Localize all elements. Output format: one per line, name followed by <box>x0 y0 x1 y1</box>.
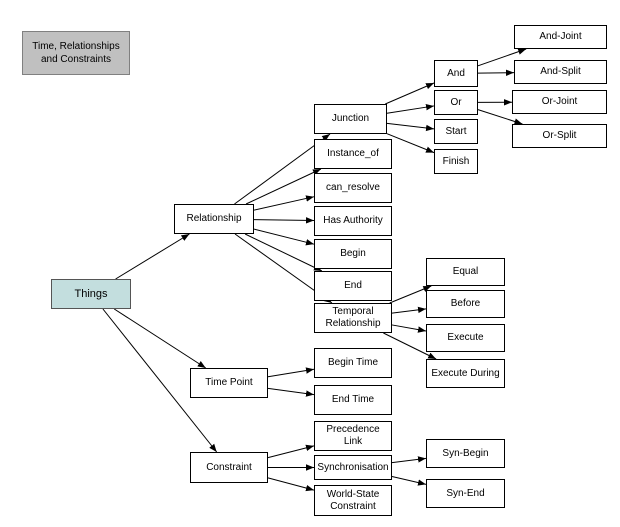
node-can-resolve[interactable]: can_resolve <box>314 173 392 203</box>
edge-constraint-to-world_state_constraint <box>267 477 315 492</box>
node-or-split[interactable]: Or-Split <box>512 124 607 148</box>
node-temporal-relationship[interactable]: Temporal Relationship <box>314 303 392 333</box>
edge-temporal_relationship-to-execute <box>391 324 427 333</box>
node-begin[interactable]: Begin <box>314 239 392 269</box>
node-time-point[interactable]: Time Point <box>190 368 268 398</box>
node-syn-end[interactable]: Syn-End <box>426 479 505 508</box>
node-execute-during[interactable]: Execute During <box>426 359 505 388</box>
node-things[interactable]: Things <box>51 279 131 309</box>
node-execute[interactable]: Execute <box>426 324 505 352</box>
node-instance-of[interactable]: Instance_of <box>314 139 392 169</box>
edge-junction-to-finish <box>386 133 435 154</box>
node-synchronisation[interactable]: Synchronisation <box>314 455 392 480</box>
node-or[interactable]: Or <box>434 90 478 115</box>
edge-relationship-to-can_resolve <box>253 195 315 211</box>
edge-time_point-to-begin_time <box>267 367 315 378</box>
edge-junction-to-start <box>386 122 435 132</box>
node-or-joint[interactable]: Or-Joint <box>512 90 607 114</box>
edge-and-to-and_joint <box>477 48 527 67</box>
edge-junction-to-and <box>385 82 435 105</box>
node-begin-time[interactable]: Begin Time <box>314 348 392 378</box>
edge-things-to-constraint <box>102 308 218 453</box>
edge-relationship-to-has_authority <box>253 217 315 224</box>
edge-temporal_relationship-to-execute_during <box>383 332 437 360</box>
edge-constraint-to-precedence_link <box>267 444 315 459</box>
edge-relationship-to-begin <box>253 228 315 246</box>
node-finish[interactable]: Finish <box>434 149 478 174</box>
node-constraint[interactable]: Constraint <box>190 452 268 483</box>
node-relationship[interactable]: Relationship <box>174 204 254 234</box>
edge-temporal_relationship-to-before <box>391 306 427 314</box>
node-world-state-constraint[interactable]: World-State Constraint <box>314 485 392 516</box>
edge-temporal_relationship-to-equal <box>389 285 432 304</box>
edge-relationship-to-end <box>244 233 323 272</box>
node-precedence-link[interactable]: Precedence Link <box>314 421 392 451</box>
edge-relationship-to-instance_of <box>245 168 322 205</box>
node-end[interactable]: End <box>314 271 392 301</box>
node-junction[interactable]: Junction <box>314 104 387 134</box>
edge-time_point-to-end_time <box>267 387 315 397</box>
node-end-time[interactable]: End Time <box>314 385 392 415</box>
edge-junction-to-or <box>386 104 435 114</box>
edge-or-to-or_split <box>477 109 523 125</box>
edge-synchronisation-to-syn_begin <box>391 456 427 464</box>
diagram-title: Time, Relationships and Constraints <box>22 31 130 75</box>
edge-synchronisation-to-syn_end <box>391 476 427 486</box>
node-and[interactable]: And <box>434 60 478 87</box>
node-and-joint[interactable]: And-Joint <box>514 25 607 49</box>
node-and-split[interactable]: And-Split <box>514 60 607 84</box>
edge-and-to-and_split <box>477 69 515 76</box>
node-syn-begin[interactable]: Syn-Begin <box>426 439 505 468</box>
node-equal[interactable]: Equal <box>426 258 505 286</box>
edge-things-to-time_point <box>113 308 207 369</box>
node-before[interactable]: Before <box>426 290 505 318</box>
node-start[interactable]: Start <box>434 119 478 144</box>
edge-things-to-relationship <box>115 233 190 280</box>
node-has-authority[interactable]: Has Authority <box>314 206 392 236</box>
